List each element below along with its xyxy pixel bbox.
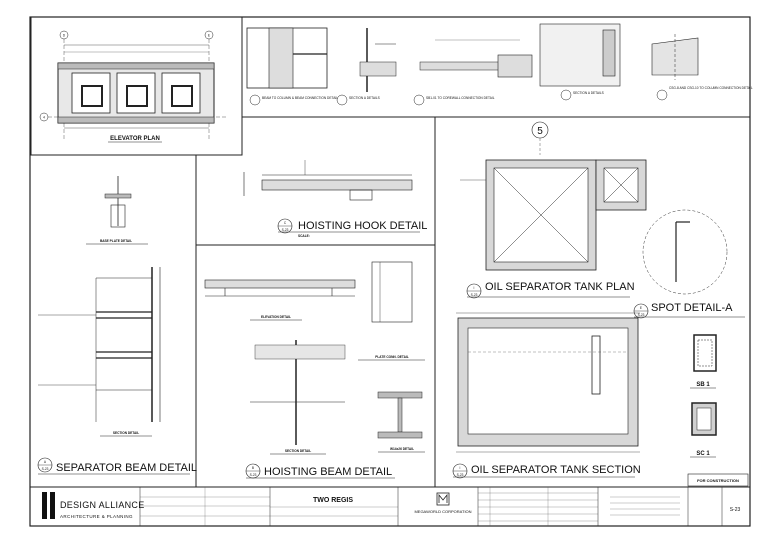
base-plate-detail: BASE PLATE DETAIL — [86, 176, 148, 245]
firm-subtitle: ARCHITECTURE & PLANNING — [60, 514, 133, 519]
grid-label-4: 4 — [43, 116, 45, 120]
hoisting-hook-marker-bottom: S-23 — [282, 228, 289, 232]
firm-name: DESIGN ALLIANCE — [60, 500, 145, 510]
oil-tank-plan-marker-bottom: S-23 — [471, 293, 478, 297]
sb1-title: SB 1 — [696, 382, 710, 388]
connection-details-row: BEAM TO COLUMN & BEAM CONNECTION DETAIL … — [242, 23, 753, 118]
beam-to-column-title: BEAM TO COLUMN & BEAM CONNECTION DETAIL — [262, 96, 338, 100]
title-block: FOR CONSTRUCTION DESIGN ALLIANCE ARCHITE… — [42, 473, 749, 526]
separator-beam-marker-bottom: S-23 — [42, 467, 49, 471]
spot-detail-marker-bottom: S-23 — [638, 313, 645, 317]
elevator-plan: D E 4 ELEVATOR PLAN — [30, 16, 243, 156]
hoisting-beam-marker-top: B — [252, 466, 254, 470]
elevator-plan-title: ELEVATOR PLAN — [110, 136, 160, 142]
client-logo — [436, 492, 450, 506]
oil-tank-section-marker-bottom: S-23 — [457, 473, 464, 477]
oil-tank-section: I S-23 OIL SEPARATOR TANK SECTION — [452, 312, 641, 479]
spot-detail-marker-top: E — [640, 306, 642, 310]
sheet-number: S-23 — [730, 507, 741, 513]
oil-tank-section-title: OIL SEPARATOR TANK SECTION — [471, 464, 641, 476]
sb1-corewall-title: SB1-01 TO COREWALL CONNECTION DETAIL — [426, 96, 495, 100]
hoisting-beam-marker-bottom: S-23 — [250, 473, 257, 477]
section-detail-mid-title: SECTION DETAIL — [285, 449, 311, 453]
oil-tank-plan: 5 I S-23 OIL SEPARATOR TANK PLAN — [460, 121, 647, 299]
client-name: MEGAWORLD CORPORATION — [414, 509, 471, 514]
construction-stamp: FOR CONSTRUCTION — [697, 478, 739, 483]
csg-connection-title: CSG-8 AND CSG-10 TO COLUMN CONNECTION DE… — [669, 86, 753, 90]
elevation-detail-title: ELEVATION DETAIL — [261, 315, 291, 319]
grid-label-d: D — [63, 34, 66, 38]
spot-detail-title: SPOT DETAIL-A — [651, 302, 733, 314]
oil-tank-grid-label: 5 — [537, 126, 543, 137]
hoisting-beam-detail: ELEVATION DETAIL PLATE CONN. DETAIL SECT… — [204, 261, 425, 479]
sc1-title: SC 1 — [696, 451, 710, 457]
oil-tank-plan-title: OIL SEPARATOR TANK PLAN — [485, 281, 635, 293]
plate-conn-title: PLATE CONN. DETAIL — [375, 355, 409, 359]
hoisting-hook-title: HOISTING HOOK DETAIL — [298, 220, 427, 232]
sheet-border — [29, 16, 751, 527]
oil-tank-section-marker-top: I — [460, 466, 461, 470]
hoisting-hook-marker-top: C — [284, 221, 287, 225]
section-a-details-2-title: SECTION A DETAILS — [573, 91, 604, 95]
oil-tank-plan-marker-top: I — [474, 286, 475, 290]
section-a-details-1-title: SECTION A DETAILS — [349, 96, 380, 100]
project-name: TWO REGIS — [313, 497, 353, 504]
section-detail-left-title: SECTION DETAIL — [113, 431, 139, 435]
firm-logo — [50, 492, 55, 519]
grid-label-e: E — [208, 34, 210, 38]
separator-beam-title: SEPARATOR BEAM DETAIL — [56, 462, 197, 474]
spot-detail-a: E S-23 SPOT DETAIL-A SB 1 SC 1 — [633, 209, 745, 458]
hoisting-hook-detail: C S-23 HOISTING HOOK DETAIL SCALE: — [243, 160, 427, 238]
base-plate-title: BASE PLATE DETAIL — [100, 239, 132, 243]
hoisting-beam-title: HOISTING BEAM DETAIL — [264, 466, 392, 478]
separator-beam-detail: SECTION DETAIL A S-23 SEPARATOR BEAM DET… — [37, 267, 197, 475]
w14-detail-title: W14x26 DETAIL — [390, 447, 414, 451]
hoisting-hook-scale: SCALE: — [298, 234, 310, 238]
separator-beam-marker-top: A — [44, 460, 47, 464]
